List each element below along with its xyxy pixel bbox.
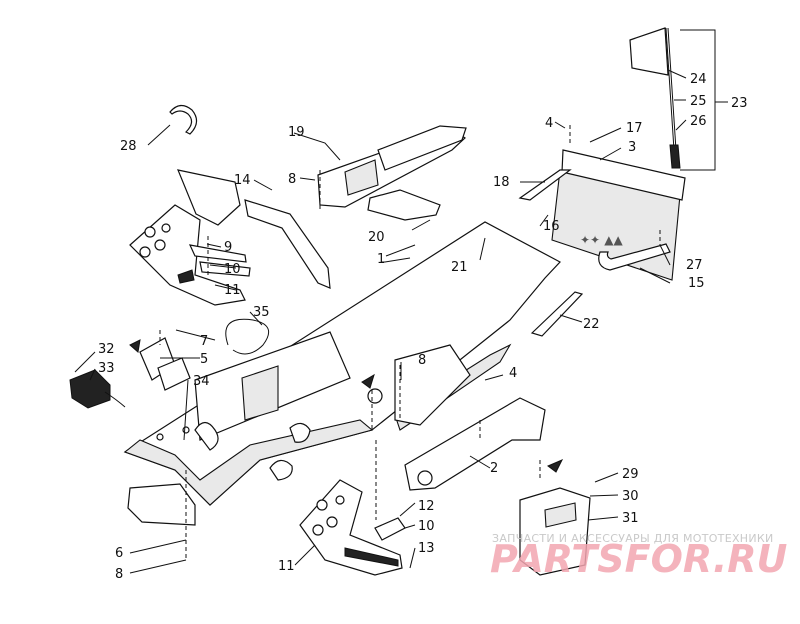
callout-23: 23 bbox=[731, 96, 748, 111]
bracket-part-10-bottom[interactable] bbox=[374, 517, 406, 541]
callout-4b: 4 bbox=[509, 366, 517, 381]
callout-31: 31 bbox=[622, 511, 639, 526]
callout-24: 24 bbox=[690, 72, 707, 87]
clamp-part-28[interactable] bbox=[169, 104, 198, 135]
callout-5: 5 bbox=[200, 352, 208, 367]
cable-part-35[interactable] bbox=[225, 318, 270, 355]
callout-8b: 8 bbox=[418, 353, 426, 368]
callout-3: 3 bbox=[628, 140, 636, 155]
reflector-part-22[interactable] bbox=[530, 291, 584, 337]
callout-26: 26 bbox=[690, 114, 707, 129]
skid-plate-part-11-bottom[interactable] bbox=[299, 479, 403, 576]
callout-34: 34 bbox=[193, 374, 210, 389]
callout-17: 17 bbox=[626, 121, 643, 136]
direction-arrow-icon-2 bbox=[547, 459, 564, 473]
bracket-part-9-10[interactable] bbox=[188, 244, 251, 277]
direction-arrow-icon bbox=[361, 373, 375, 389]
watermark-brand: PARTSFOR.RU bbox=[490, 537, 788, 581]
callout-14: 14 bbox=[234, 173, 251, 188]
callout-13: 13 bbox=[418, 541, 435, 556]
callout-33: 33 bbox=[98, 361, 115, 376]
callout-2: 2 bbox=[490, 461, 498, 476]
callout-35: 35 bbox=[253, 305, 270, 320]
callout-labels: 1 2 3 4 4 5 6 7 8 8 8 9 10 10 11 11 12 1… bbox=[98, 72, 748, 582]
bag-part-30[interactable] bbox=[519, 487, 591, 576]
callout-28: 28 bbox=[120, 139, 137, 154]
callout-10a: 10 bbox=[224, 262, 241, 277]
leader-lines bbox=[74, 29, 728, 574]
callout-8a: 8 bbox=[288, 172, 296, 187]
callout-7: 7 bbox=[200, 334, 208, 349]
callout-15: 15 bbox=[688, 276, 705, 291]
seat-support-part-20[interactable] bbox=[367, 189, 441, 221]
callout-8c: 8 bbox=[115, 567, 123, 582]
callout-10b: 10 bbox=[418, 519, 435, 534]
callout-22: 22 bbox=[583, 317, 600, 332]
watermark-caption: ЗАПЧАСТИ И АКСЕССУАРЫ ДЛЯ МОТОТЕХНИКИ bbox=[492, 532, 774, 545]
callout-18: 18 bbox=[493, 175, 510, 190]
skid-plate-part-11-top[interactable] bbox=[129, 204, 246, 306]
callout-11a: 11 bbox=[224, 283, 241, 298]
bumper-decal-mark: ✦✦ ▲▲ bbox=[580, 233, 624, 247]
callout-27: 27 bbox=[686, 258, 703, 273]
callout-6: 6 bbox=[115, 546, 123, 561]
bracket-part-4[interactable] bbox=[394, 343, 512, 431]
callout-30: 30 bbox=[622, 489, 639, 504]
tunnel-part[interactable] bbox=[123, 221, 561, 506]
seat-bracket-part-19[interactable] bbox=[317, 125, 467, 208]
callout-16: 16 bbox=[543, 219, 560, 234]
callout-32: 32 bbox=[98, 342, 115, 357]
callout-4a: 4 bbox=[545, 116, 553, 131]
callout-19: 19 bbox=[288, 125, 305, 140]
callout-11b: 11 bbox=[278, 559, 295, 574]
callout-12: 12 bbox=[418, 499, 435, 514]
callout-21: 21 bbox=[451, 260, 468, 275]
alignment-lines bbox=[159, 125, 661, 560]
flag-assembly[interactable] bbox=[629, 27, 681, 169]
rail-part-2[interactable] bbox=[404, 397, 546, 491]
callout-1: 1 bbox=[377, 252, 385, 267]
callout-25: 25 bbox=[690, 94, 707, 109]
callout-29: 29 bbox=[622, 467, 639, 482]
bumper-assembly[interactable]: ✦✦ ▲▲ bbox=[518, 149, 686, 281]
callout-9: 9 bbox=[224, 240, 232, 255]
plate-part-6[interactable] bbox=[127, 483, 196, 526]
callout-20: 20 bbox=[368, 230, 385, 245]
direction-arrow-icon-3 bbox=[129, 339, 141, 353]
front-bracket-part-14[interactable] bbox=[177, 169, 331, 289]
bracket-part-5[interactable] bbox=[139, 337, 191, 391]
